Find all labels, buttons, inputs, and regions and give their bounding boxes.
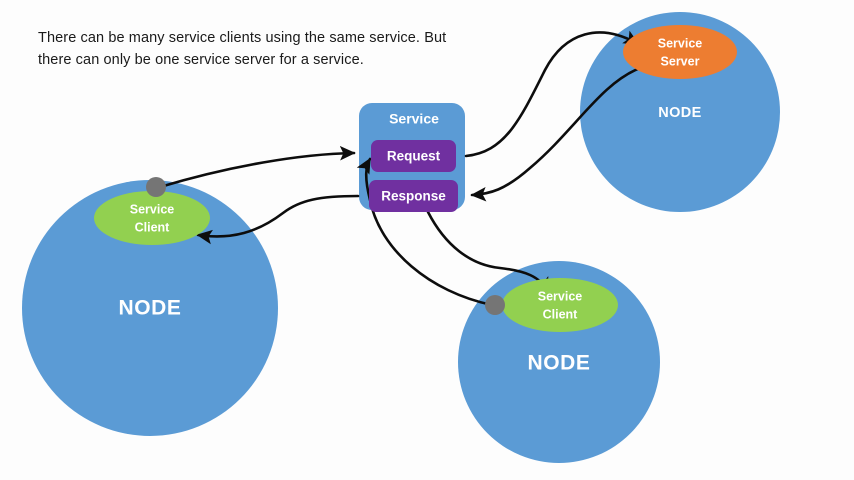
service-server-ellipse-group[interactable]: Service Server <box>623 25 737 79</box>
client-bottom-connector-dot[interactable] <box>485 295 505 315</box>
service-client-bottom-label-line2: Client <box>543 307 579 321</box>
node-client-left-circle <box>22 180 278 436</box>
caption-text: There can be many service clients using … <box>38 27 468 72</box>
service-client-left-ellipse <box>94 191 210 245</box>
caption-line-2: there can only be one service server for… <box>38 52 364 69</box>
edge-response-to-bottom-client <box>426 210 550 294</box>
node-client-left[interactable]: NODE <box>22 180 278 436</box>
service-client-left-label-line1: Service <box>130 202 175 216</box>
edge-bottom-client-to-request <box>356 157 494 307</box>
node-client-bottom-label: NODE <box>527 352 590 375</box>
service-server-ellipse <box>623 25 737 79</box>
service-client-bottom-ellipse <box>502 278 618 332</box>
service-request-pill-label: Request <box>387 149 441 164</box>
edge-request-to-server <box>464 30 640 158</box>
service-client-bottom-ellipse-group[interactable]: Service Client <box>502 278 618 332</box>
service-server-label-line1: Service <box>658 36 703 50</box>
service-box-title: Service <box>389 111 439 127</box>
service-response-pill-label: Response <box>381 189 446 204</box>
service-client-left-label-line2: Client <box>135 220 171 234</box>
node-client-left-label: NODE <box>118 297 181 320</box>
service-server-label-line2: Server <box>661 54 700 68</box>
node-server-label: NODE <box>658 105 702 121</box>
service-client-left-ellipse-group[interactable]: Service Client <box>94 191 210 245</box>
service-response-pill[interactable]: Response <box>369 180 458 212</box>
client-left-connector-dot[interactable] <box>146 177 166 197</box>
edge-response-to-left-client <box>196 194 360 245</box>
service-request-pill-background <box>371 140 456 172</box>
service-request-pill[interactable]: Request <box>371 140 456 172</box>
caption-line-1: There can be many service clients using … <box>38 30 447 46</box>
service-response-pill-background <box>369 180 458 212</box>
service-client-bottom-label-line1: Service <box>538 289 583 303</box>
edge-left-client-to-request <box>158 145 356 189</box>
edge-server-to-response <box>470 66 642 202</box>
